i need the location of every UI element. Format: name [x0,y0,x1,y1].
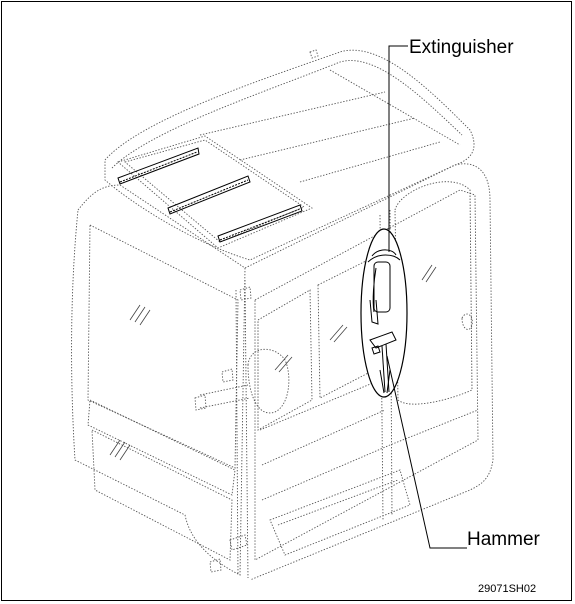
extinguisher-leader [388,45,408,252]
equipment-callout [360,228,408,398]
roof-vent-3 [217,204,303,243]
extinguisher-icon [367,249,401,325]
hammer-label: Hammer [467,529,540,550]
roof-vent-2 [167,175,251,215]
hammer-leader [386,355,467,549]
side-mirror [247,348,290,414]
roof-vent-1 [117,147,200,185]
roof-hatch-frame [117,135,313,249]
hammer-icon [369,331,397,394]
cab-front-face [71,184,246,576]
extinguisher-label: Extinguisher [409,37,514,58]
figure-code: 29071SH02 [478,583,537,595]
cab-side-body [244,163,494,581]
